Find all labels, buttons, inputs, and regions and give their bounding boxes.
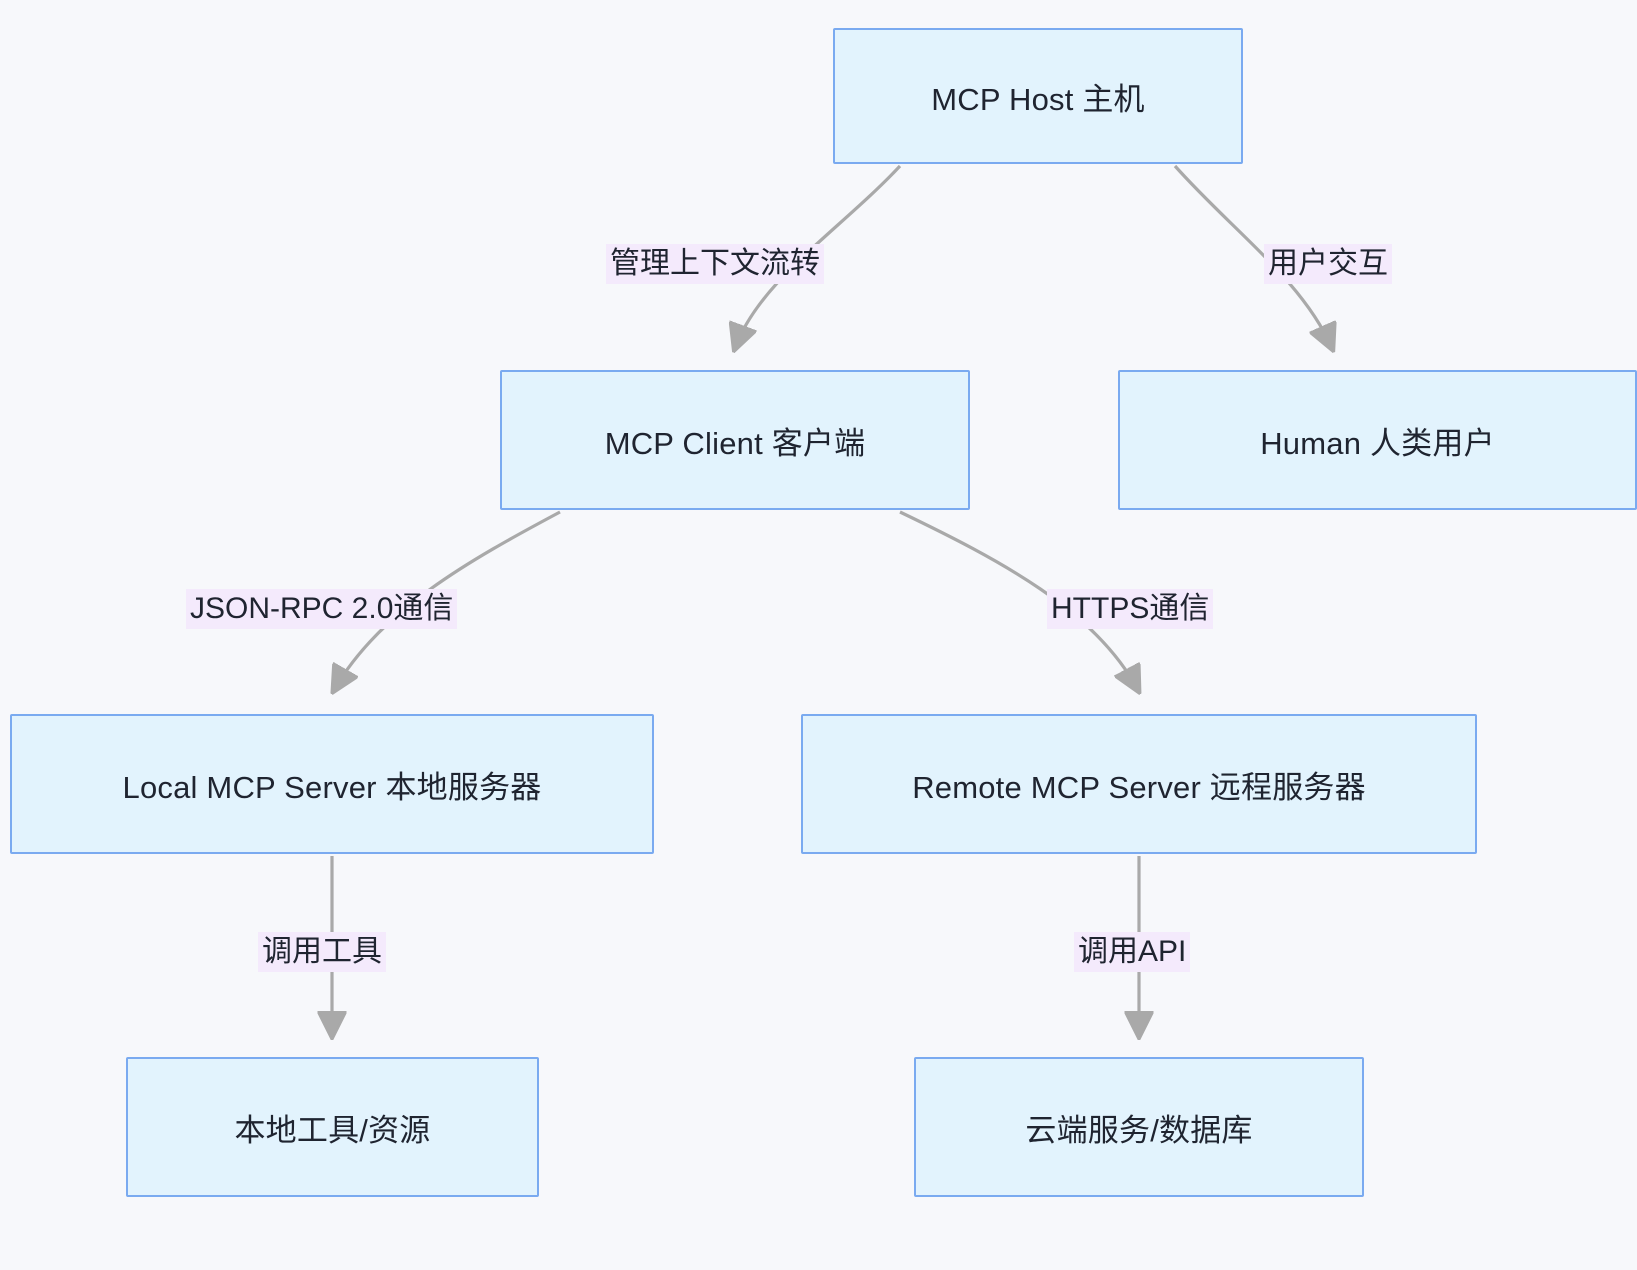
- node-mcp-host[interactable]: MCP Host 主机: [833, 28, 1243, 164]
- node-mcp-client[interactable]: MCP Client 客户端: [500, 370, 970, 510]
- node-local-tools[interactable]: 本地工具/资源: [126, 1057, 539, 1197]
- node-label-local-mcp-server: Local MCP Server 本地服务器: [122, 769, 542, 805]
- node-label-human: Human 人类用户: [1260, 425, 1495, 461]
- node-local-mcp-server[interactable]: Local MCP Server 本地服务器: [10, 714, 654, 854]
- edge-label-user-interaction: 用户交互: [1264, 244, 1392, 285]
- edge-label-invoke-tool: 调用工具: [258, 932, 386, 973]
- node-label-remote-mcp-server: Remote MCP Server 远程服务器: [912, 769, 1366, 805]
- node-label-mcp-host: MCP Host 主机: [931, 81, 1145, 117]
- edge-label-https: HTTPS通信: [1047, 589, 1214, 630]
- edge-label-invoke-api: 调用API: [1074, 932, 1191, 973]
- node-label-local-tools: 本地工具/资源: [234, 1112, 431, 1148]
- node-cloud-service[interactable]: 云端服务/数据库: [914, 1057, 1364, 1197]
- edge-label-manage-context: 管理上下文流转: [606, 244, 824, 285]
- node-remote-mcp-server[interactable]: Remote MCP Server 远程服务器: [801, 714, 1477, 854]
- node-label-mcp-client: MCP Client 客户端: [604, 425, 866, 461]
- node-label-cloud-service: 云端服务/数据库: [1025, 1112, 1253, 1148]
- edge-label-jsonrpc: JSON-RPC 2.0通信: [186, 589, 458, 630]
- node-human[interactable]: Human 人类用户: [1118, 370, 1637, 510]
